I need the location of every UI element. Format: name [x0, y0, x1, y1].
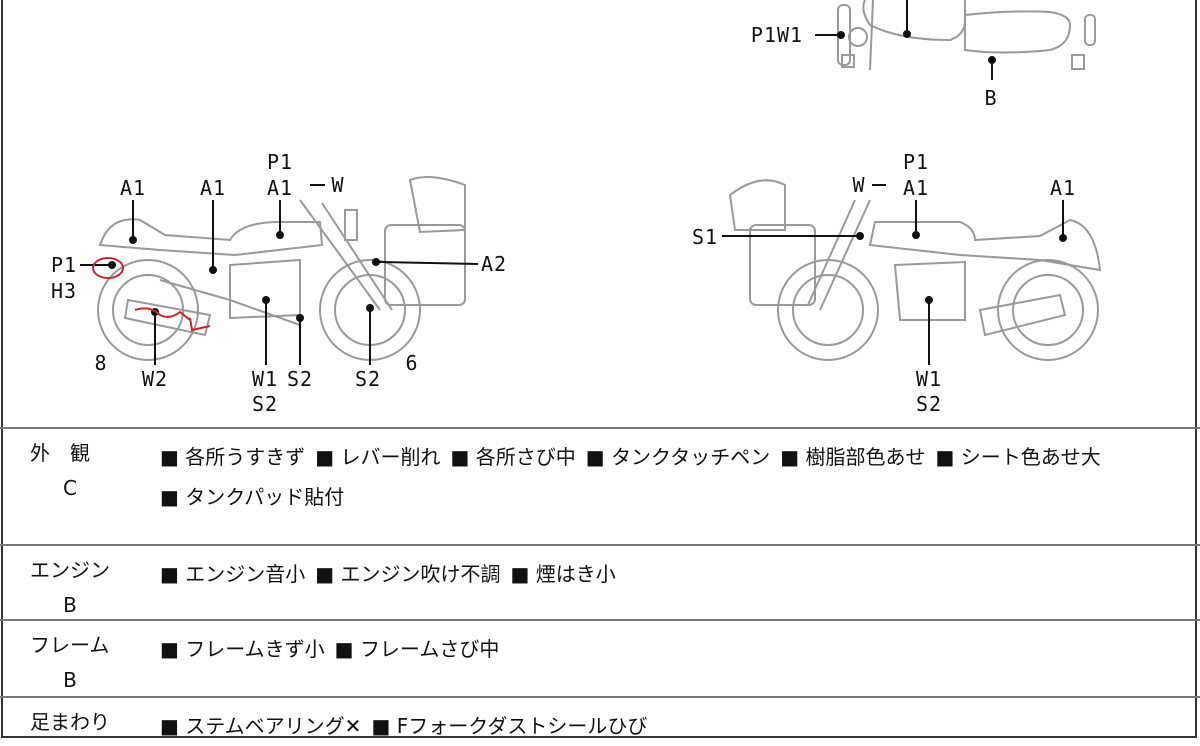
label-p1w1: P1W1	[750, 23, 804, 47]
condition-item: エンジン吹け不調	[315, 562, 500, 586]
section-category: フレーム	[30, 633, 110, 657]
section-grade: B	[63, 668, 77, 692]
divider	[0, 696, 1200, 698]
condition-item: Fフォークダストシールひび	[371, 714, 647, 738]
label-w: W	[331, 173, 345, 197]
section-category: 足まわり	[30, 710, 110, 734]
motorcycle-drawings	[80, 0, 1102, 365]
label-s2: S2	[354, 367, 382, 391]
label-p1: P1	[50, 253, 78, 277]
label-a2: A2	[480, 252, 508, 276]
label-s2: S2	[251, 392, 279, 416]
condition-item: レバー削れ	[315, 445, 440, 469]
section-items: エンジン音小エンジン吹け不調煙はき小	[160, 554, 1190, 594]
label-p1: P1	[902, 150, 930, 174]
leader-lines	[80, 184, 1067, 365]
label-w1: W1	[915, 367, 943, 391]
label-a1: A1	[266, 176, 294, 200]
label-s1: S1	[691, 225, 719, 249]
label-w1: W1	[251, 367, 279, 391]
section-grade: C	[63, 476, 77, 500]
section-category: 外 観	[30, 441, 90, 465]
condition-item: フレームきず小	[160, 637, 325, 661]
condition-item: ステムベアリング✕	[160, 714, 361, 738]
label-b: B	[984, 86, 998, 110]
right-view-bike	[728, 179, 1102, 361]
top-view-bike	[837, 0, 1096, 71]
section-frame: フレーム B フレームきず小フレームさび中	[0, 621, 1200, 696]
divider	[0, 619, 1200, 621]
label-w2: W2	[141, 367, 169, 391]
bike-diagram: P1W1 B A1 A1 P1 A1 W P1 H3 A2 8 W2 W1 S2…	[50, 0, 1102, 416]
divider	[0, 427, 1200, 429]
label-h3: H3	[50, 279, 78, 303]
section-grade: B	[63, 593, 77, 617]
label-s2: S2	[915, 392, 943, 416]
left-view-bike	[97, 175, 466, 361]
label-8: 8	[94, 351, 108, 375]
label-a1: A1	[199, 176, 227, 200]
condition-item: タンクパッド貼付	[160, 485, 344, 509]
section-suspension: 足まわり ステムベアリング✕ Fフォークダストシールひび	[0, 698, 1200, 738]
section-items: フレームきず小フレームさび中	[160, 629, 1190, 669]
condition-item: 各所さび中	[451, 445, 576, 469]
condition-item: シート色あせ大	[936, 445, 1101, 469]
label-a1: A1	[1049, 176, 1077, 200]
label-6: 6	[405, 351, 419, 375]
section-category: エンジン	[30, 558, 110, 582]
label-a1: A1	[902, 176, 930, 200]
label-p1: P1	[266, 150, 294, 174]
condition-item: フレームさび中	[335, 637, 500, 661]
label-w: W	[852, 173, 866, 197]
label-s2: S2	[286, 367, 314, 391]
top-view-leaders	[815, 0, 996, 80]
section-exterior: 外 観 C 各所うすきずレバー削れ各所さび中タンクタッチペン樹脂部色あせシート色あ…	[0, 429, 1200, 544]
section-engine: エンジン B エンジン音小エンジン吹け不調煙はき小	[0, 546, 1200, 619]
condition-item: 煙はき小	[511, 562, 616, 586]
condition-item: 樹脂部色あせ	[780, 445, 925, 469]
section-items: 各所うすきずレバー削れ各所さび中タンクタッチペン樹脂部色あせシート色あせ大タンク…	[160, 437, 1190, 517]
condition-item: 各所うすきず	[160, 445, 305, 469]
section-items: ステムベアリング✕ Fフォークダストシールひび	[160, 706, 1190, 746]
condition-item: タンクタッチペン	[586, 445, 770, 469]
handwritten-red-marks	[92, 257, 211, 332]
divider	[0, 544, 1200, 546]
label-a1: A1	[119, 176, 147, 200]
condition-item: エンジン音小	[160, 562, 305, 586]
